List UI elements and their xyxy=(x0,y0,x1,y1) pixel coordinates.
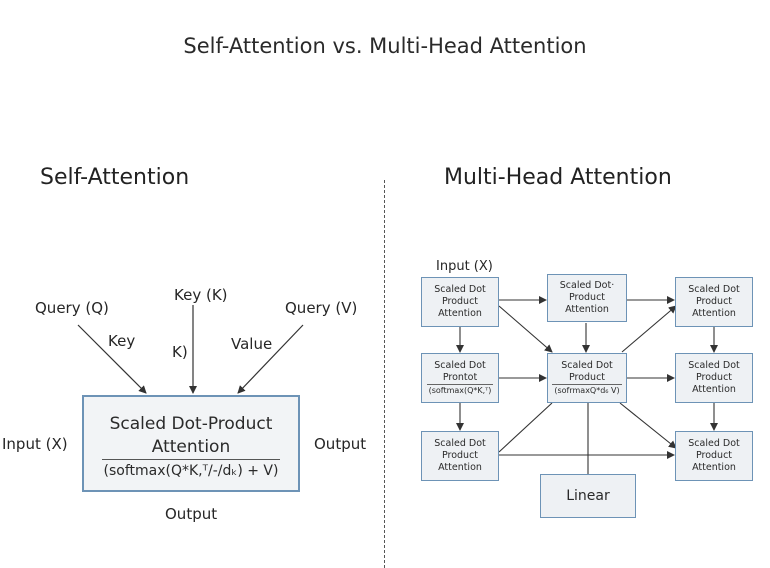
conn-r2c2-r3c1 xyxy=(498,402,553,453)
k-arrow-label: K) xyxy=(172,343,188,361)
attention-node-r2c1: Scaled Dot Prontot (softmax(Q*K,ᵀ) xyxy=(421,353,499,403)
mh-input-x-label: Input (X) xyxy=(436,259,493,274)
linear-layer-box: Linear xyxy=(540,474,636,518)
attention-node-r1c2: Scaled Dot· Product Attention xyxy=(547,274,627,322)
node-line: Scaled Dot xyxy=(688,360,740,371)
node-line: Attention xyxy=(692,384,736,395)
node-line: Product xyxy=(695,296,733,307)
conn-r2c2-r3c3 xyxy=(619,402,677,449)
node-line: Product xyxy=(568,292,606,303)
node-line: Attention xyxy=(692,308,736,319)
node-line: Attention xyxy=(565,304,609,315)
attention-node-r3c1: Scaled Dot Product Attention xyxy=(421,431,499,481)
input-x-label: Input (X) xyxy=(2,435,68,453)
conn-r2c2-r1c3 xyxy=(621,305,677,353)
node-formula: (sofrmaxQ*d₆ V) xyxy=(552,384,622,395)
node-line: Scaled Dot xyxy=(688,284,740,295)
conn-r1c1-r2c2 xyxy=(498,305,553,353)
node-line: Attention xyxy=(438,462,482,473)
node-line: Product xyxy=(441,296,479,307)
multi-head-attention-heading: Multi-Head Attention xyxy=(444,165,672,190)
node-line: Scaled Dot xyxy=(434,284,486,295)
output-side-label: Output xyxy=(314,435,367,453)
node-line: Scaled Dot xyxy=(434,438,486,449)
node-line: Attention xyxy=(438,308,482,319)
box-title-line1: Scaled Dot-Product xyxy=(109,414,273,434)
node-line: Product xyxy=(441,450,479,461)
fraction-rule xyxy=(102,459,280,460)
node-formula: (softmax(Q*K,ᵀ) xyxy=(426,384,494,395)
key-k-label: Key (K) xyxy=(174,286,228,304)
node-line: Product xyxy=(695,450,733,461)
output-bottom-label: Output xyxy=(165,505,218,523)
query-arrow xyxy=(77,324,147,394)
node-line: Attention xyxy=(692,462,736,473)
node-line: Scaled Dot· xyxy=(559,280,615,291)
attention-node-r2c3: Scaled Dot Product Attention xyxy=(675,353,753,403)
key-arrow-label: Key xyxy=(108,332,136,350)
node-line: Scaled Dot xyxy=(561,360,613,371)
node-line: Product xyxy=(695,372,733,383)
query-v-label: Query (V) xyxy=(285,299,358,317)
node-line: Prontot xyxy=(442,372,478,383)
attention-node-r2c2: Scaled Dot Product (sofrmaxQ*d₆ V) xyxy=(547,353,627,403)
attention-node-r1c3: Scaled Dot Product Attention xyxy=(675,277,753,327)
attention-node-r3c3: Scaled Dot Product Attention xyxy=(675,431,753,481)
value-arrow-label: Value xyxy=(231,335,273,353)
query-q-label: Query (Q) xyxy=(35,299,109,317)
scaled-dot-product-attention-box: Scaled Dot-Product Attention (softmax(Q*… xyxy=(82,395,300,492)
section-divider xyxy=(384,180,385,568)
node-line: Product xyxy=(568,372,606,383)
box-formula: (softmax(Q*K,ᵀ/-/dₖ) + V) xyxy=(103,463,279,479)
attention-node-r1c1: Scaled Dot Product Attention xyxy=(421,277,499,327)
node-line: Scaled Dot xyxy=(688,438,740,449)
linear-label: Linear xyxy=(566,488,610,504)
node-line: Scaled Dot xyxy=(434,360,486,371)
box-title-line2: Attention xyxy=(151,437,231,457)
page-title: Self-Attention vs. Multi-Head Attention xyxy=(183,34,587,58)
self-attention-heading: Self-Attention xyxy=(40,165,190,190)
value-arrow xyxy=(237,324,304,394)
